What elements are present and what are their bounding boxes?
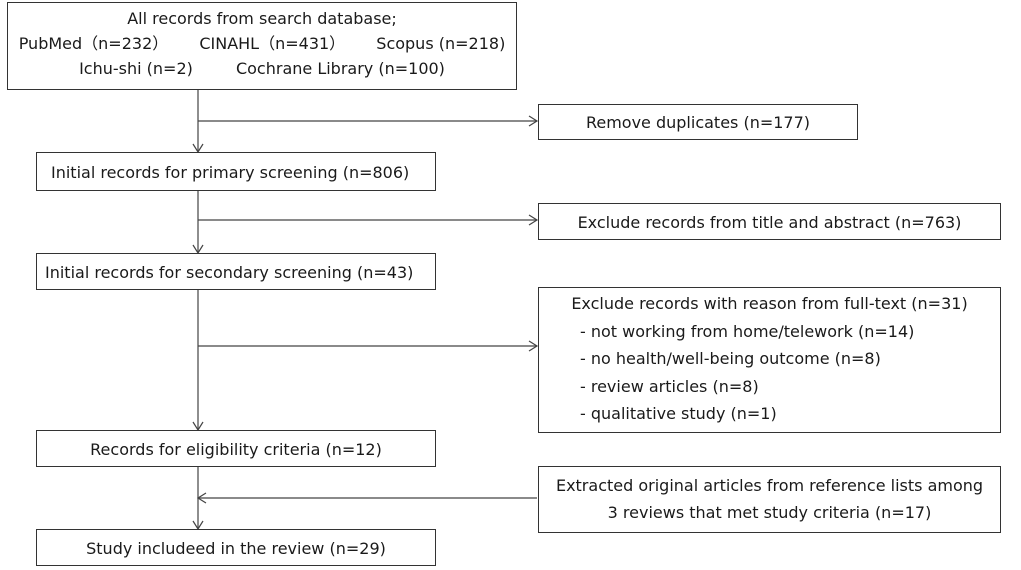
secondary-screening-box: Initial records for secondary screening … xyxy=(36,253,436,290)
secondary-screening-label: Initial records for secondary screening … xyxy=(45,263,414,282)
primary-screening-label: Initial records for primary screening (n… xyxy=(51,163,410,182)
db-ichushi: Ichu-shi (n=2) xyxy=(79,59,193,79)
sources-box: All records from search database; PubMed… xyxy=(7,2,517,90)
exclude-title-abstract-label: Exclude records from title and abstract … xyxy=(577,213,962,232)
sources-row-1: PubMed（n=232） CINAHL（n=431） Scopus (n=21… xyxy=(8,34,516,53)
db-cinahl: CINAHL（n=431） xyxy=(199,34,346,54)
eligibility-box: Records for eligibility criteria (n=12) xyxy=(36,430,436,467)
db-cochrane: Cochrane Library (n=100) xyxy=(235,59,445,79)
sources-heading: All records from search database; xyxy=(127,9,397,28)
exclude-title-abstract-box: Exclude records from title and abstract … xyxy=(538,203,1001,240)
exclude-fulltext-box: Exclude records with reason from full-te… xyxy=(538,287,1001,433)
remove-duplicates-label: Remove duplicates (n=177) xyxy=(585,113,811,132)
included-box: Study includeed in the review (n=29) xyxy=(36,529,436,566)
exclude-reason-item: - not working from home/telework (n=14) xyxy=(580,322,915,342)
extracted-articles-box: Extracted original articles from referen… xyxy=(538,466,1001,533)
primary-screening-box: Initial records for primary screening (n… xyxy=(36,152,436,191)
db-scopus: Scopus (n=218) xyxy=(376,34,506,54)
remove-duplicates-box: Remove duplicates (n=177) xyxy=(538,104,858,140)
extracted-articles-line-1: Extracted original articles from referen… xyxy=(555,476,984,495)
included-label: Study includeed in the review (n=29) xyxy=(86,539,386,558)
exclude-fulltext-title: Exclude records with reason from full-te… xyxy=(571,294,968,313)
arrowhead-exclude-fulltext xyxy=(528,340,539,352)
arrowhead-exclude-title-abstract xyxy=(528,214,539,226)
exclude-reason-item: - review articles (n=8) xyxy=(580,376,759,396)
arrowhead-extracted-articles xyxy=(196,492,207,504)
sources-row-2: Ichu-shi (n=2) Cochrane Library (n=100) xyxy=(8,59,516,78)
exclude-reason-item: - no health/well-being outcome (n=8) xyxy=(580,349,881,369)
extracted-articles-line-2: 3 reviews that met study criteria (n=17) xyxy=(607,503,932,523)
eligibility-label: Records for eligibility criteria (n=12) xyxy=(90,440,382,459)
db-pubmed: PubMed（n=232） xyxy=(18,34,169,54)
exclude-reason-item: - qualitative study (n=1) xyxy=(580,403,777,423)
arrowhead-remove-duplicates xyxy=(528,115,539,127)
